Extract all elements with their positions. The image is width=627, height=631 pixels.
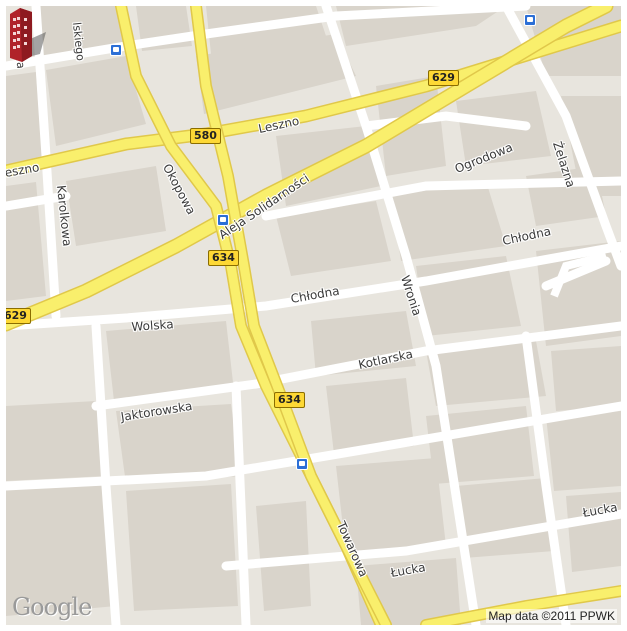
road-shield-629-top: 629 — [428, 70, 459, 86]
tram-stop-icon[interactable] — [110, 44, 122, 56]
map-canvas — [6, 6, 621, 625]
streets — [6, 6, 621, 625]
tram-stop-icon[interactable] — [524, 14, 536, 26]
road-shield-629-left: 629 — [6, 308, 31, 324]
building-marker-icon[interactable] — [6, 6, 46, 62]
road-shield-580: 580 — [190, 128, 221, 144]
street-label-wolska: Wolska — [131, 317, 175, 334]
google-logo: Google — [12, 593, 92, 621]
road-shield-634-upper: 634 — [208, 250, 239, 266]
map-view[interactable]: Leszno eszno Aleja Solidarności Okopowa … — [6, 6, 621, 625]
map-attribution: Map data ©2011 PPWK — [486, 609, 617, 623]
tram-stop-icon[interactable] — [217, 214, 229, 226]
road-shield-634-lower: 634 — [274, 392, 305, 408]
tram-stop-icon[interactable] — [296, 458, 308, 470]
